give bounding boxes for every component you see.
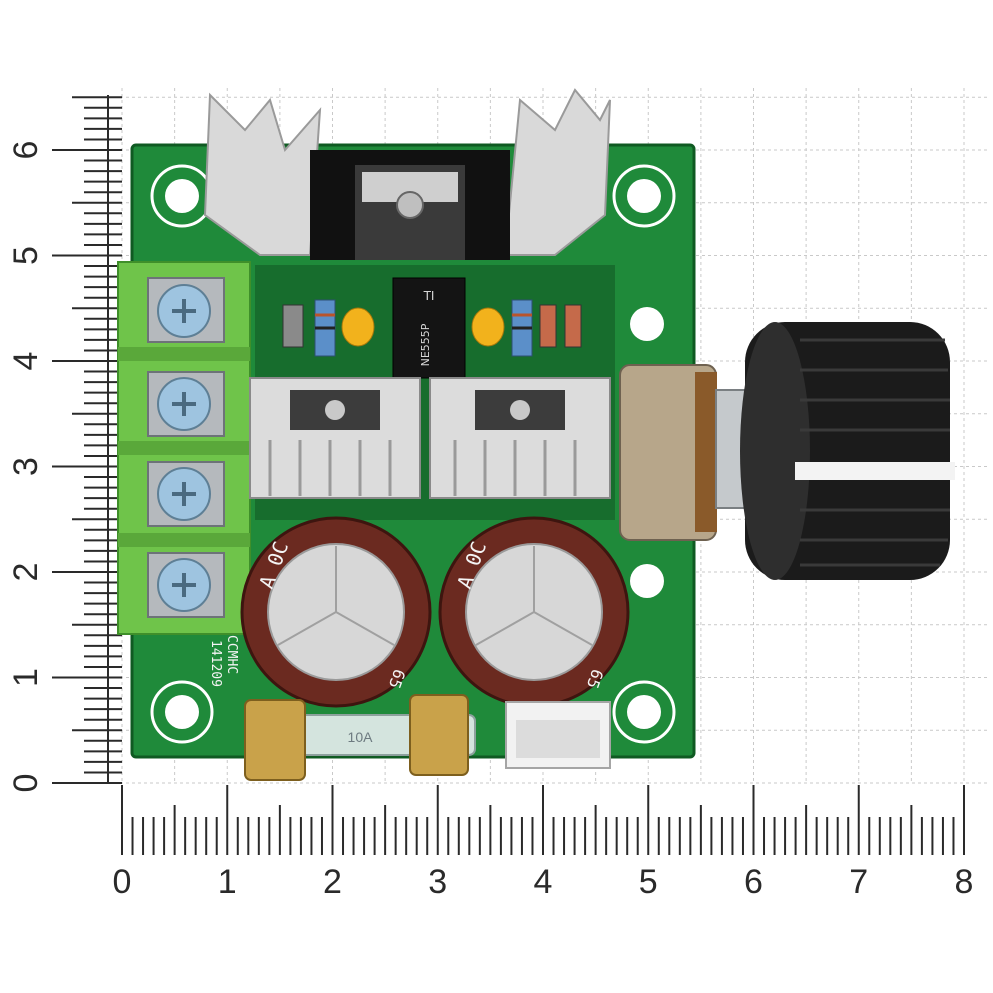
knob-indicator-line [795, 462, 955, 480]
chip-label: NE555P [419, 323, 432, 366]
fuse-clip-left [244, 699, 306, 781]
silkscreen-line-2: 141209 [208, 640, 223, 687]
mounting-hole-mid [630, 307, 664, 341]
mounting-hole-mid [630, 564, 664, 598]
silkscreen-line-1: CCMHC [224, 635, 239, 674]
ruler-label-vertical: 1 [7, 668, 45, 687]
diode [539, 304, 557, 348]
mounting-hole-center [627, 179, 661, 213]
ne555-chip [392, 277, 466, 379]
connector-socket [516, 720, 600, 758]
terminal-screw [147, 371, 225, 437]
ruler-label-horizontal: 4 [534, 863, 553, 901]
vertical-ruler-labels: 0 1 2 3 4 5 6 [7, 141, 45, 793]
vertical-ruler-ticks [52, 96, 122, 784]
electrolytic-capacitors: A 0C 65 A 0C 65 [240, 516, 630, 708]
ruler-label-vertical: 3 [7, 457, 45, 476]
terminal-screw [147, 277, 225, 343]
fuse-label: 10A [348, 729, 374, 745]
top-heatsink [203, 88, 611, 260]
diode [282, 304, 304, 348]
screw-slot-icon [172, 299, 196, 323]
screw-slot-icon [172, 573, 196, 597]
pwm-controller-board: TI NE555P [117, 88, 696, 781]
horizontal-ruler-labels: 0 1 2 3 4 5 6 7 8 [113, 863, 974, 901]
terminal-divider [118, 347, 250, 361]
diode [564, 304, 582, 348]
mounting-hole-center [627, 695, 661, 729]
fuse: 10A [244, 694, 476, 781]
terminal-screw [147, 461, 225, 527]
vertical-ruler: 0 1 2 3 4 5 6 [7, 95, 122, 792]
ruler-label-vertical: 0 [7, 774, 45, 793]
mounting-holes [150, 164, 676, 744]
transistor-screw [325, 400, 345, 420]
potentiometer-back [695, 372, 717, 532]
chip-logo: TI [423, 289, 435, 303]
heatsink-fins-right [503, 88, 611, 256]
fuse-clip-right [409, 694, 469, 776]
mounting-hole-center [165, 695, 199, 729]
screw-slot-icon [172, 392, 196, 416]
ruler-label-horizontal: 6 [744, 863, 763, 901]
knob-grip-lines [800, 338, 950, 567]
ruler-label-vertical: 4 [7, 352, 45, 371]
ruler-label-horizontal: 8 [955, 863, 974, 901]
ruler-label-vertical: 2 [7, 563, 45, 582]
capacitor-vent [475, 546, 593, 646]
knob-side [740, 322, 810, 580]
transistor-screw [510, 400, 530, 420]
heatsink-fin-lines [268, 440, 577, 496]
mosfet-screw [396, 191, 424, 219]
ceramic-capacitor [341, 307, 375, 347]
screw-slot-icon [172, 482, 196, 506]
terminal-divider [118, 441, 250, 455]
ruler-label-vertical: 6 [7, 141, 45, 160]
terminal-block [117, 261, 251, 635]
ruler-label-horizontal: 2 [323, 863, 342, 901]
ruler-label-vertical: 5 [7, 246, 45, 265]
capacitor-vent [277, 546, 395, 646]
heatsink-fins-left [203, 92, 322, 256]
ceramic-capacitor [471, 307, 505, 347]
middle-heatsinks [249, 377, 611, 499]
potentiometer [619, 322, 955, 580]
component-row: TI NE555P [282, 277, 582, 379]
mounting-hole-center [165, 179, 199, 213]
horizontal-ruler-ticks [121, 785, 965, 855]
ruler-label-horizontal: 3 [428, 863, 447, 901]
ruler-label-horizontal: 7 [849, 863, 868, 901]
ruler-label-horizontal: 0 [113, 863, 132, 901]
terminal-screw [147, 552, 225, 618]
horizontal-ruler: 0 1 2 3 4 5 6 7 8 [113, 785, 974, 901]
ruler-label-horizontal: 1 [218, 863, 237, 901]
terminal-divider [118, 533, 250, 547]
ruler-label-horizontal: 5 [639, 863, 658, 901]
